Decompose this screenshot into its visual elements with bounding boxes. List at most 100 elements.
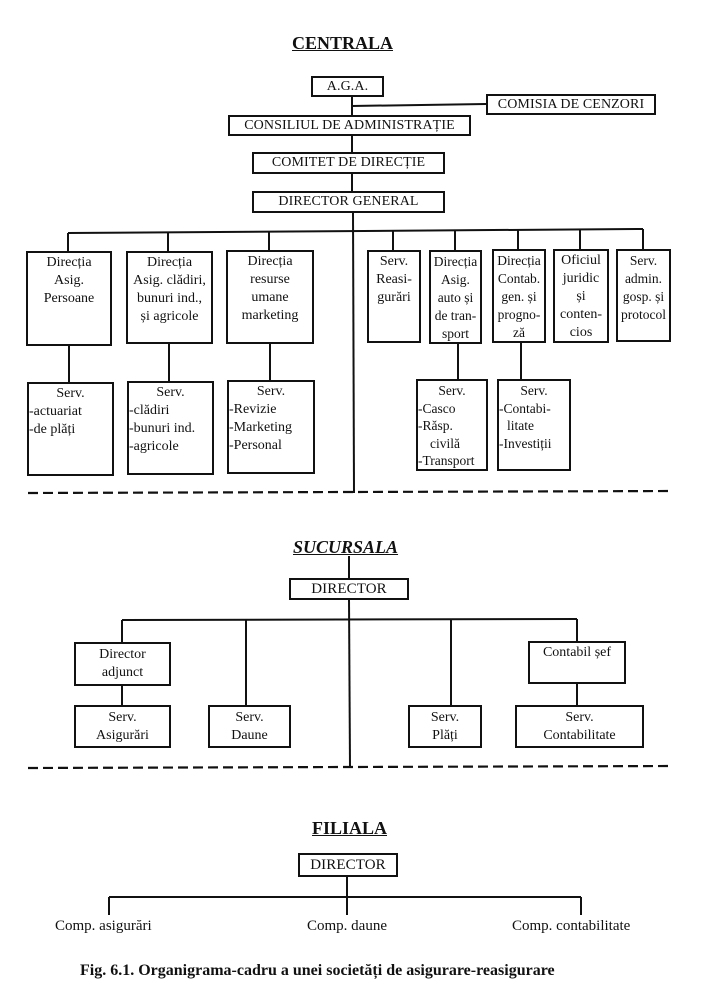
director-adjunct-box: Director adjunct [74,642,171,686]
unit-line: Persoane [43,291,95,306]
unit-line: sport [442,326,469,341]
service-title: Serv. [520,383,548,398]
filiala-director-label: DIRECTOR [310,857,386,873]
comitet-directie-box: COMITET DE DIRECȚIE [252,152,445,174]
service-box-casco: Serv. -Casco -Răsp. civilă -Transport [416,379,488,471]
separator-centrala-sucursala [27,489,673,495]
unit-line: Oficiul [561,253,601,268]
sucursala-director-label: DIRECTOR [311,581,387,597]
unit-serv-admin-gosp: Serv. admin. gosp. și protocol [616,249,671,342]
director-general-box: DIRECTOR GENERAL [252,191,445,213]
serv-daune-box: Serv. Daune [208,705,291,748]
contabil-sef-label: Contabil șef [542,645,612,660]
unit-line: Serv. [379,254,409,269]
aga-label: A.G.A. [326,78,369,94]
unit-line: Contab. [497,271,541,286]
service-item: -Transport [418,453,475,468]
service-item: -de plăți [29,422,76,437]
comp-daune: Comp. daune [307,918,387,934]
unit-line: Direcția [433,254,478,269]
service-title: Serv. [156,385,185,400]
comp-contabilitate: Comp. contabilitate [512,918,631,934]
unit-line: umane [251,290,289,305]
service-item: -bunuri ind. [129,421,196,436]
serv-plati-line: Serv. [430,709,460,725]
service-item: litate [507,418,534,433]
unit-line: gosp. și [622,289,665,304]
unit-line: conten- [560,307,602,322]
serv-asigurari-box: Serv. Asigurări [74,705,171,748]
unit-line: gurări [377,290,411,305]
unit-line: Direcția [247,254,293,269]
section-title-centrala: CENTRALA [292,33,394,53]
sucursala-bus [121,618,578,621]
comisia-cenzori-box: COMISIA DE CENZORI [486,94,656,115]
service-title: Serv. [56,386,85,401]
director-adjunct-line: Director [99,647,146,662]
service-item: -clădiri [129,403,170,418]
comp-asigurari: Comp. asigurări [55,918,152,934]
serv-daune-line: Serv. [235,709,264,725]
consiliul-administratie-label: CONSILIUL DE ADMINISTRAȚIE [244,117,455,133]
centrala-bus [67,228,644,234]
filiala-director-box: DIRECTOR [298,853,398,877]
unit-oficiul-juridic: Oficiul juridic și conten- cios [553,249,609,343]
service-box-contabilitate: Serv. -Contabi- litate -Investiții [497,379,571,471]
service-item: -Contabi- [499,400,551,416]
unit-serv-reasigurari: Serv. Reasi- gurări [367,250,421,343]
connector-main-trunk [352,211,355,494]
unit-line: Direcția [46,255,92,270]
unit-line: bunuri ind., [137,291,202,306]
unit-line: și agricole [140,309,199,324]
unit-line: resurse [250,272,290,287]
unit-directia-contab-generala: Direcția Contab. gen. și progno- ză [492,249,546,343]
service-title: Serv. [438,383,466,398]
director-general-label: DIRECTOR GENERAL [278,194,419,209]
service-item: -Marketing [229,420,292,435]
service-item: -actuariat [29,404,82,419]
consiliul-administratie-box: CONSILIUL DE ADMINISTRAȚIE [228,115,471,136]
unit-line: admin. [624,271,663,286]
service-item: -Revizie [229,402,277,417]
comitet-directie-label: COMITET DE DIRECȚIE [271,155,426,170]
unit-line: juridic [562,271,600,286]
unit-line: și [576,289,586,304]
unit-line: ză [513,325,525,340]
service-title: Serv. [256,384,286,399]
service-item: -agricole [129,439,179,454]
service-box-actuariat: Serv. -actuariat -de plăți [27,382,114,476]
unit-line: Serv. [629,253,658,268]
unit-line: Asig. [441,272,470,287]
unit-line: Direcția [146,255,193,270]
unit-line: de tran- [434,308,477,323]
unit-line: Direcția [497,253,541,268]
unit-line: auto și [437,290,474,305]
service-item: civilă [430,435,460,451]
unit-line: marketing [241,308,299,323]
serv-plati-line: Plăți [432,727,458,743]
unit-line: gen. și [501,289,537,304]
unit-directia-asig-persoane: Direcția Asig. Persoane [26,251,112,346]
serv-daune-line: Daune [231,727,268,743]
connector-to-comisia [351,103,487,107]
director-adjunct-line: adjunct [101,665,144,680]
serv-asigurari-line: Asigurări [96,727,149,743]
serv-contabilitate-box: Serv. Contabilitate [515,705,644,748]
serv-asigurari-line: Serv. [108,709,137,725]
separator-sucursala-filiala [27,764,673,770]
service-item: -Casco [418,400,456,416]
serv-contabilitate-line: Serv. [565,709,594,725]
section-title-filiala: FILIALA [312,818,388,838]
service-box-cladiri: Serv. -clădiri -bunuri ind. -agricole [127,381,214,475]
unit-line: Reasi- [376,272,412,287]
service-box-revizie: Serv. -Revizie -Marketing -Personal [227,380,315,474]
serv-contabilitate-line: Contabilitate [543,727,616,743]
unit-line: progno- [497,307,541,322]
unit-directia-resurse-umane: Direcția resurse umane marketing [226,250,314,344]
figure-caption: Fig. 6.1. Organigrama-cadru a unei socie… [80,962,555,979]
contabil-sef-box: Contabil șef [528,641,626,684]
serv-plati-box: Serv. Plăți [408,705,482,748]
section-title-sucursala: SUCURSALA [293,537,399,557]
